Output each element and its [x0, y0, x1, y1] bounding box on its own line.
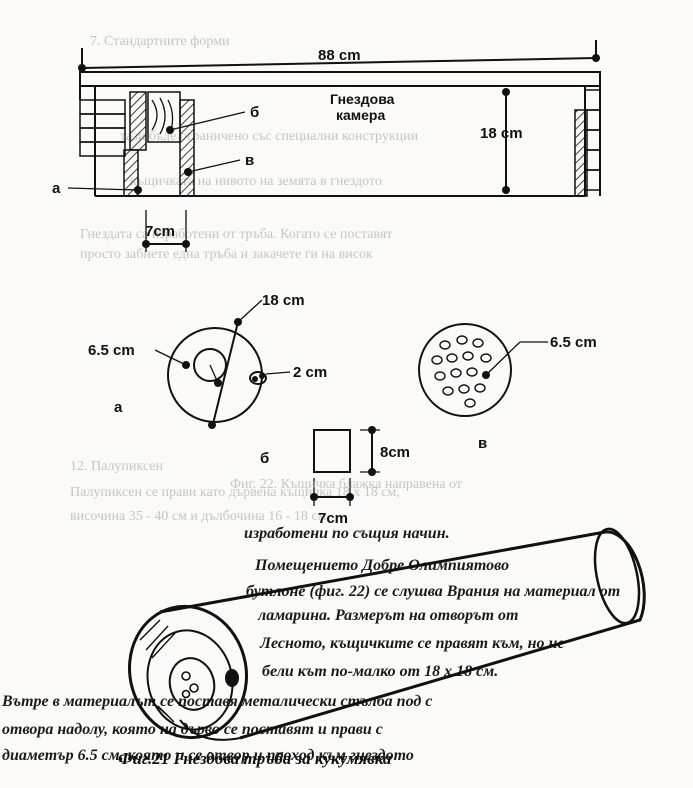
figure-caption: Фиг.21 Гнездова тръба за кукумявка	[118, 749, 392, 768]
small-hole-label: 2 cm	[293, 364, 327, 381]
entrance-width-label: 7cm	[145, 223, 175, 240]
tube-cutaway-hatching	[139, 619, 177, 723]
end-a-letter: а	[114, 399, 123, 416]
leader-2	[265, 371, 291, 375]
end-view-a: 18 cm 6.5 cm 2 cm а	[88, 292, 327, 429]
entrance-hole	[193, 348, 227, 382]
body-line: ламарина. Размерът на отворът от	[257, 607, 518, 624]
ghost-caption: Фиг. 22. Къщичка блажка направена от	[230, 477, 462, 492]
ghost-line: просто забиете една тръба и закачете ги …	[80, 247, 373, 262]
back-wall	[574, 109, 588, 197]
small-hole	[249, 371, 267, 385]
body-line: Лесното, къщичките се правят към, но не	[259, 635, 564, 652]
leader-v-6-5	[485, 341, 521, 376]
dim-dot	[78, 64, 86, 72]
tube-illustration	[128, 527, 646, 741]
side-view: 88 cm	[52, 40, 601, 252]
end-v-letter: в	[478, 435, 487, 452]
body-line: бутлоне (фиг. 22) се слушва Врания на ма…	[246, 583, 620, 600]
height-label: 18 cm	[480, 125, 523, 142]
hole-label: 6.5 cm	[88, 342, 135, 359]
length-label: 88 cm	[318, 47, 361, 64]
diameter-line	[211, 321, 239, 429]
rect-height-label: 8cm	[380, 444, 410, 461]
ghost-line: къщичката на нивото на земята в гнездото	[130, 174, 382, 189]
tube-near-end	[128, 604, 248, 740]
ghost-line: 7. Стандартните форми	[90, 34, 230, 49]
ghost-line: Гнездата са изработени от тръба. Когато …	[80, 227, 392, 242]
diameter-label: 18 cm	[262, 292, 305, 309]
tube-body	[159, 530, 646, 740]
ghost-line: височина 35 - 40 см и дълбочина 16 - 18 …	[70, 509, 330, 524]
leader-6-5	[154, 349, 187, 366]
partition-v	[179, 99, 195, 197]
tube-far-end	[593, 527, 641, 625]
perforations	[431, 335, 492, 408]
side-hole	[225, 669, 239, 687]
end-b-letter: б	[260, 450, 269, 467]
body-line: бели кът по-малко от 18 х 18 см.	[262, 663, 498, 680]
body-line: диаметър 6.5 см, която и се отвор и прох…	[2, 747, 414, 764]
leader-18	[237, 299, 263, 323]
rect-width-label: 7cm	[318, 510, 348, 527]
perforated-end-circle	[418, 323, 512, 417]
length-dimension-line	[81, 57, 597, 69]
part-v-label: в	[245, 152, 254, 169]
chamber-label-1: Гнездова	[330, 91, 395, 107]
top-board	[79, 71, 601, 87]
body-line: Вътре в материалът се поставя металическ…	[1, 693, 432, 710]
ghost-line: 12. Палупиксен	[70, 459, 163, 474]
left-planks	[79, 99, 126, 157]
leader-v	[187, 159, 241, 173]
dim-dot	[592, 54, 600, 62]
part-b-label: б	[250, 104, 259, 121]
body-line: изработени по същия начин.	[244, 525, 450, 542]
partition-upper	[129, 91, 147, 151]
part-a-label: а	[52, 180, 61, 197]
end-v-hole-label: 6.5 cm	[550, 334, 597, 351]
chamber-label-2: камера	[336, 107, 385, 123]
end-view-b: 8cm 7cm б	[260, 426, 410, 527]
body-text-block: изработени по същия начин. Помещението Д…	[1, 525, 620, 764]
rect-entrance	[313, 429, 351, 473]
leader-b	[169, 111, 246, 131]
leader-a	[67, 187, 139, 191]
inner-disk	[168, 657, 216, 711]
end-view-v: 6.5 cm в	[418, 323, 597, 452]
